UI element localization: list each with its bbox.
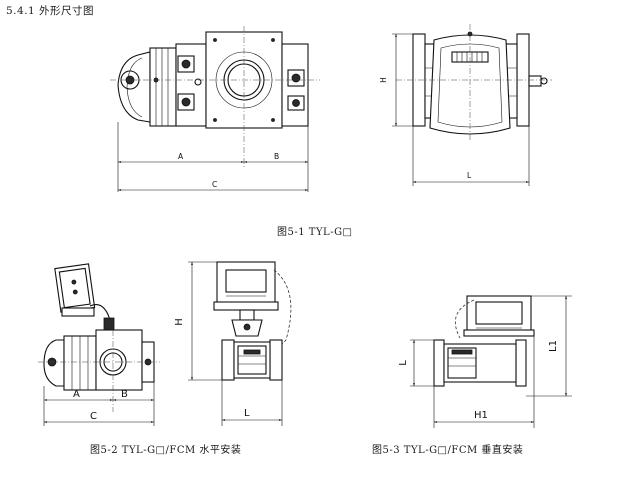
figure-5-1-caption: 图5-1 TYL-G□ bbox=[277, 227, 353, 238]
fig2-dim-h: H bbox=[174, 318, 185, 326]
figure-5-3-caption: 图5-3 TYL-G□/FCM 垂直安装 bbox=[372, 445, 524, 456]
figure-5-2-caption: 图5-2 TYL-G□/FCM 水平安装 bbox=[90, 445, 242, 456]
section-heading: 5.4.1 外形尺寸图 bbox=[6, 5, 95, 17]
fig1-dim-c: C bbox=[212, 180, 217, 189]
fig3-view: L L1 H1 bbox=[398, 295, 572, 428]
fig3-dim-h1: H1 bbox=[474, 410, 488, 421]
fig2-front-view: H L bbox=[174, 261, 292, 426]
fig2-dim-c: C bbox=[90, 411, 97, 422]
fig3-dim-l1: L1 bbox=[548, 340, 559, 352]
fig2-side-view: A B C bbox=[38, 263, 160, 426]
fig2-dim-l: L bbox=[244, 408, 250, 419]
fig2-dim-a: A bbox=[73, 389, 80, 400]
fig1-dim-h: H bbox=[379, 77, 388, 83]
fig3-dim-l: L bbox=[398, 360, 409, 366]
fig1-dim-b: B bbox=[274, 152, 279, 161]
fig1-dim-a: A bbox=[178, 152, 184, 161]
fig1-dim-l: L bbox=[467, 171, 472, 180]
fig1-front-view: H L bbox=[379, 24, 552, 186]
fig1-side-view: A B C bbox=[110, 26, 320, 192]
fig2-dim-b: B bbox=[121, 389, 128, 400]
